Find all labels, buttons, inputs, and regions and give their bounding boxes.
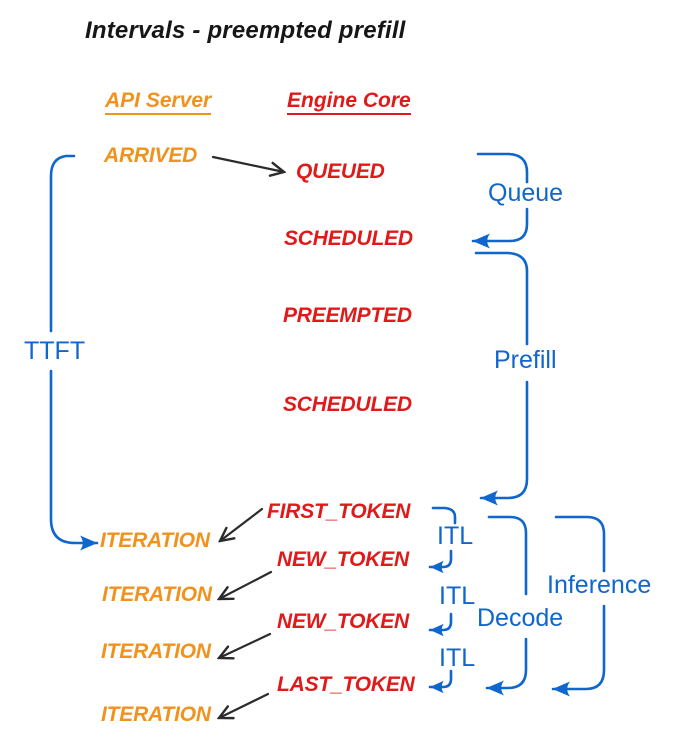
last-token-to-iteration-arrow (219, 692, 270, 718)
event-iteration-1: ITERATION (100, 529, 210, 552)
column-header-api-server: API Server (105, 90, 212, 115)
decode-bracket (485, 515, 528, 696)
event-preempted: PREEMPTED (283, 304, 412, 327)
event-first-token: FIRST_TOKEN (267, 500, 411, 523)
new-token2-to-iteration-arrow (219, 632, 272, 658)
transition-arrows (211, 155, 284, 718)
interval-label-ttft: TTFT (24, 337, 86, 365)
event-scheduled-1: SCHEDULED (284, 227, 413, 250)
itl-brackets (428, 506, 457, 694)
event-queued: QUEUED (296, 160, 385, 183)
interval-label-decode: Decode (477, 604, 564, 632)
queue-bracket (471, 152, 529, 249)
column-header-engine-core: Engine Core (287, 90, 411, 115)
event-iteration-2: ITERATION (102, 583, 212, 606)
ttft-bracket (49, 154, 99, 551)
event-iteration-3: ITERATION (101, 640, 211, 663)
event-new-token-2: NEW_TOKEN (277, 610, 409, 633)
first-token-to-iteration-arrow (220, 507, 264, 541)
diagram-title: Intervals - preempted prefill (85, 17, 406, 44)
interval-label-itl-1: ITL (437, 522, 474, 550)
interval-label-inference: Inference (547, 571, 652, 599)
interval-label-queue: Queue (488, 179, 564, 207)
interval-label-itl-2: ITL (439, 582, 476, 610)
interval-label-prefill: Prefill (494, 346, 557, 374)
new-token1-to-iteration-arrow (219, 570, 273, 599)
inference-bracket (551, 515, 606, 697)
interval-label-itl-3: ITL (439, 644, 476, 672)
event-scheduled-2: SCHEDULED (283, 393, 412, 416)
event-last-token: LAST_TOKEN (277, 673, 415, 696)
event-arrived: ARRIVED (104, 144, 198, 167)
event-iteration-4: ITERATION (101, 703, 211, 726)
prefill-bracket (474, 251, 529, 506)
event-new-token-1: NEW_TOKEN (277, 548, 409, 571)
arrived-to-queued-arrow (211, 155, 284, 172)
